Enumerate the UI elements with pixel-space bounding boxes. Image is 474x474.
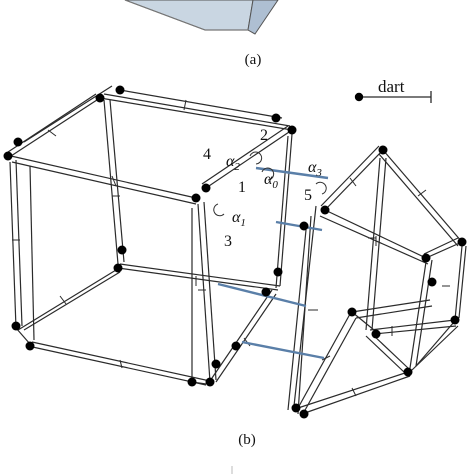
sew-link	[241, 340, 325, 360]
dart-number-3: 3	[224, 233, 232, 250]
vertex	[231, 341, 241, 351]
alpha3-arc	[315, 181, 327, 195]
alpha1-label: α1	[232, 209, 246, 229]
dart-number-2: 2	[260, 127, 268, 144]
vertex	[191, 193, 201, 203]
vertex	[11, 321, 21, 331]
vertex	[3, 151, 13, 161]
prism-volume	[287, 145, 467, 415]
cube-volume	[7, 85, 293, 386]
vertex	[273, 267, 283, 277]
vertex	[25, 341, 35, 351]
vertices	[3, 85, 467, 419]
panel-b-caption: (b)	[238, 432, 256, 448]
vertex	[299, 221, 309, 231]
dart-number-4: 4	[203, 146, 211, 163]
sew-link	[255, 166, 329, 180]
sew-link	[217, 282, 307, 308]
vertex	[457, 237, 467, 247]
involution-arcs	[213, 151, 327, 217]
vertex	[347, 307, 357, 317]
vertex	[113, 263, 123, 273]
vertex	[115, 85, 125, 95]
vertex	[261, 287, 271, 297]
vertex	[211, 359, 221, 369]
panel-a-solid	[124, 0, 279, 35]
vertex	[299, 409, 309, 419]
legend-dart-label: dart	[378, 77, 405, 96]
panel-a-caption: (a)	[245, 52, 262, 68]
alpha2-arc	[249, 151, 263, 165]
alpha2-label: α2	[226, 153, 240, 173]
dart-number-5: 5	[304, 187, 312, 204]
sew-links	[217, 166, 329, 360]
vertex	[450, 315, 460, 325]
vertex	[427, 277, 437, 287]
dart-legend: dart	[354, 77, 432, 103]
vertex	[95, 93, 105, 103]
vertex	[320, 205, 330, 215]
alpha0-label: α0	[264, 171, 278, 191]
vertex	[403, 367, 413, 377]
vertex	[371, 329, 381, 339]
vertex	[421, 253, 431, 263]
alpha1-arc	[213, 203, 225, 217]
vertex	[287, 125, 297, 135]
alpha0-arc	[261, 167, 275, 181]
vertex	[13, 137, 23, 147]
vertex	[117, 245, 127, 255]
alpha3-label: α3	[308, 159, 322, 179]
legend-dart-vertex	[354, 92, 364, 102]
sew-link	[275, 220, 323, 232]
vertex	[201, 183, 211, 193]
vertex	[271, 113, 281, 123]
dart-ticks	[12, 99, 450, 397]
vertex	[205, 377, 215, 387]
vertex	[291, 403, 301, 413]
dart-labels: 1 2 3 4 5	[203, 127, 312, 250]
vertex	[378, 145, 388, 155]
dart-number-1: 1	[238, 179, 246, 196]
vertex	[187, 377, 197, 387]
